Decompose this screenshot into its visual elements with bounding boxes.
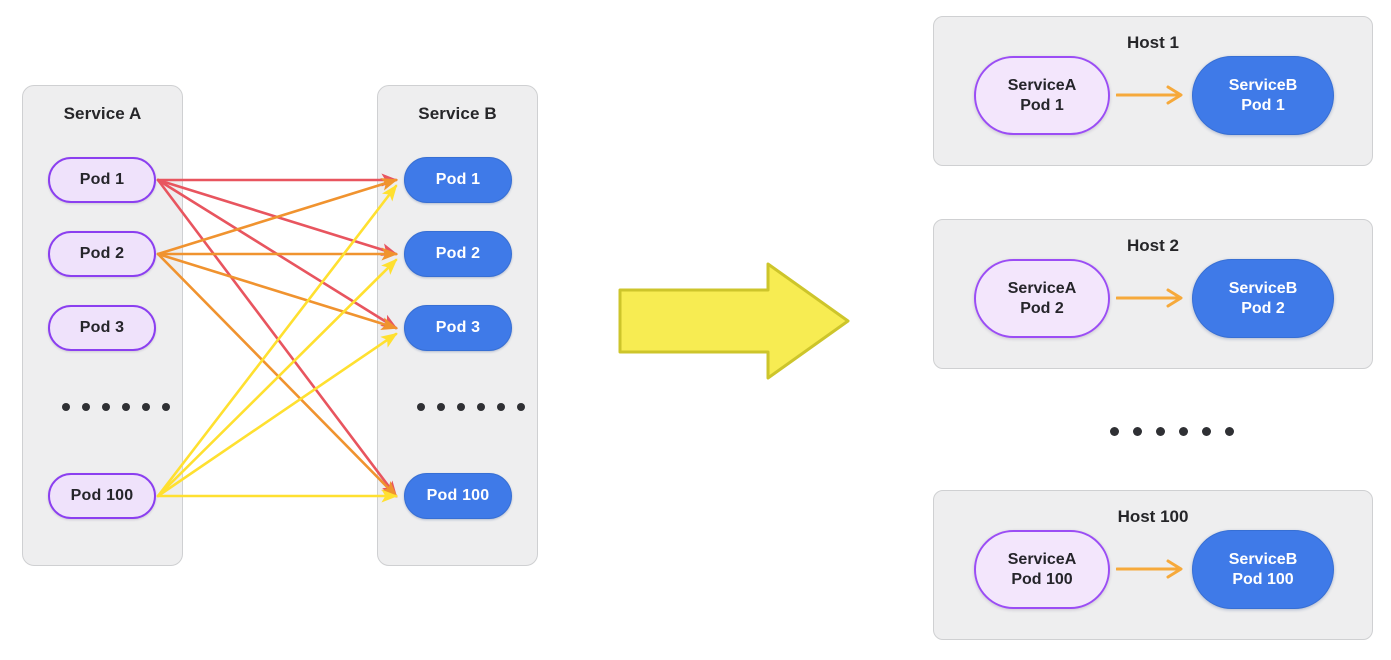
host-1-panel: Host 1 ServiceA Pod 1 ServiceB Pod 1 [933,16,1373,166]
host-2-service-b-pod[interactable]: ServiceB Pod 2 [1192,259,1334,338]
service-b-pod-100[interactable]: Pod 100 [404,473,512,519]
host-1-service-a-pod-line1: ServiceA [1007,76,1077,94]
host-2-service-a-pod-line1: ServiceA [1007,279,1077,297]
service-b-title: Service B [418,104,497,123]
ellipsis-dot [437,403,445,411]
host-2-panel: Host 2 ServiceA Pod 2 ServiceB Pod 2 [933,219,1373,369]
ellipsis-dot [82,403,90,411]
ellipsis-dot [102,403,110,411]
ellipsis-dot [1156,427,1165,436]
host-1-title: Host 1 [1127,33,1179,52]
edge-a100-b1 [156,184,398,498]
service-a-ellipsis [62,403,170,411]
service-a-title: Service A [63,104,142,123]
host-1-service-a-pod-line2: Pod 1 [1020,96,1064,114]
ellipsis-dot [1225,427,1234,436]
block-arrow-right-icon [618,262,850,380]
host-1-service-b-pod[interactable]: ServiceB Pod 1 [1192,56,1334,135]
host-1-arrow-right-icon [1116,85,1183,105]
host-100-service-a-pod[interactable]: ServiceA Pod 100 [974,530,1110,609]
ellipsis-dot [1202,427,1211,436]
ellipsis-dot [497,403,505,411]
edge-a100-b2 [156,258,398,498]
host-100-service-a-pod-line1: ServiceA [1007,550,1077,568]
host-100-service-b-pod[interactable]: ServiceB Pod 100 [1192,530,1334,609]
ellipsis-dot [1133,427,1142,436]
host-2-arrow-right-icon [1116,288,1183,308]
host-2-service-a-pod[interactable]: ServiceA Pod 2 [974,259,1110,338]
ellipsis-dot [162,403,170,411]
ellipsis-dot [1110,427,1119,436]
edge-a1-b100 [156,178,398,498]
host-2-service-a-pod-line2: Pod 2 [1020,299,1064,317]
host-100-service-b-pod-line1: ServiceB [1228,550,1298,568]
ellipsis-dot [122,403,130,411]
host-100-arrow-right-icon [1116,559,1183,579]
host-2-service-b-pod-line2: Pod 2 [1241,299,1285,317]
ellipsis-dot [517,403,525,411]
edge-a2-b3 [156,252,398,330]
host-2-service-b-pod-line1: ServiceB [1228,279,1298,297]
service-a-pod-2[interactable]: Pod 2 [48,231,156,277]
ellipsis-dot [417,403,425,411]
host-100-title: Host 100 [1117,507,1189,526]
host-100-service-a-pod-line2: Pod 100 [1011,570,1073,588]
service-b-pod-2[interactable]: Pod 2 [404,231,512,277]
host-1-service-a-pod[interactable]: ServiceA Pod 1 [974,56,1110,135]
host-100-panel: Host 100 ServiceA Pod 100 ServiceB Pod 1… [933,490,1373,640]
service-a-pod-1[interactable]: Pod 1 [48,157,156,203]
edge-a2-b1 [156,178,398,256]
service-b-ellipsis [417,403,525,411]
service-a-pod-100[interactable]: Pod 100 [48,473,156,519]
ellipsis-dot [1179,427,1188,436]
host-1-service-b-pod-line1: ServiceB [1228,76,1298,94]
edge-a1-b3 [156,178,398,330]
ellipsis-dot [477,403,485,411]
service-b-pod-3[interactable]: Pod 3 [404,305,512,351]
host-100-service-b-pod-line2: Pod 100 [1232,570,1294,588]
hosts-ellipsis [1110,427,1234,436]
edge-a1-b2 [156,178,398,256]
host-2-title: Host 2 [1127,236,1179,255]
edge-a2-b100 [156,252,398,498]
service-a-pod-3[interactable]: Pod 3 [48,305,156,351]
host-1-service-b-pod-line2: Pod 1 [1241,96,1285,114]
ellipsis-dot [142,403,150,411]
service-b-pod-1[interactable]: Pod 1 [404,157,512,203]
ellipsis-dot [62,403,70,411]
ellipsis-dot [457,403,465,411]
edge-a100-b3 [156,332,398,498]
